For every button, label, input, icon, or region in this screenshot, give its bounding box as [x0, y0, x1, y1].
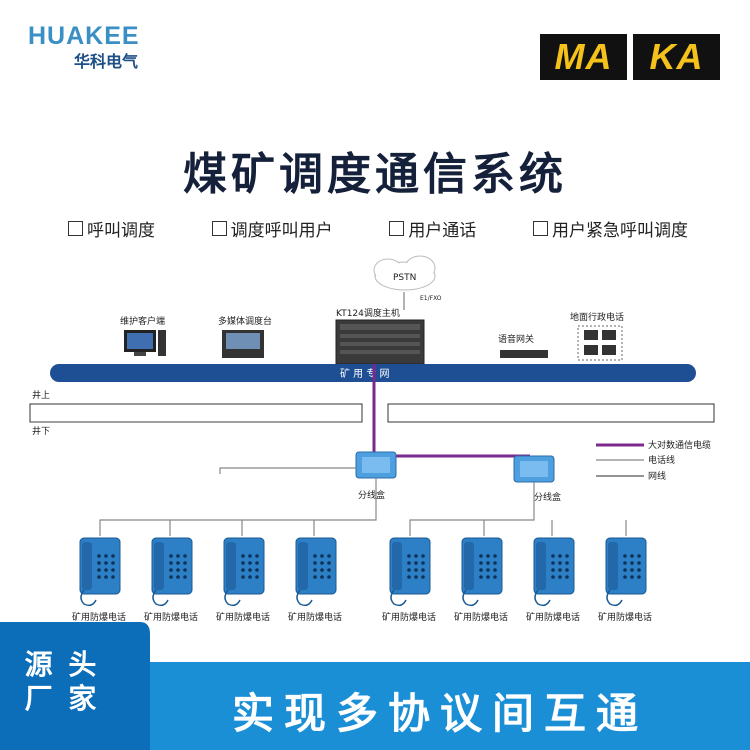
multimedia-label: 多媒体调度台: [218, 315, 272, 327]
explosion-proof-phone-icon: [295, 537, 337, 607]
phone-label: 矿用防爆电话: [288, 611, 342, 623]
feature-label: 用户紧急呼叫调度: [551, 221, 688, 241]
below-ground-label: 井下: [32, 425, 50, 437]
feature-label: 调度呼叫用户: [230, 221, 333, 241]
banner-left-panel: [0, 622, 150, 750]
checkbox-icon: [211, 221, 227, 236]
feature-list: 呼叫调度 调度呼叫用户 用户通话 用户紧急呼叫调度: [68, 216, 688, 241]
checkbox-icon: [68, 221, 83, 236]
phone-label: 矿用防爆电话: [526, 611, 580, 623]
feature-item: 用户通话: [389, 216, 476, 241]
explosion-proof-phone-icon: [605, 537, 647, 607]
explosion-proof-phone-icon: [461, 537, 503, 607]
slogan-left-line2: 厂 家: [24, 682, 100, 715]
pstn-label: PSTN: [393, 273, 416, 283]
phone-label: 矿用防爆电话: [382, 611, 436, 623]
brand-logo: HUAKEE 华科电气: [28, 22, 140, 71]
console-icon: [222, 330, 264, 358]
slogan-main: 实现多协议间互通: [231, 688, 648, 738]
feature-label: 用户通话: [408, 221, 477, 241]
computer-icon: [124, 330, 166, 356]
maka-badge-right: KA: [633, 34, 720, 80]
checkbox-icon: [532, 221, 548, 236]
phone-label: 矿用防爆电话: [144, 611, 198, 623]
junction-left-label: 分线盒: [358, 489, 385, 501]
network-diagram: PSTN E1/FXO KT124调度主机 维护客户端 多媒体调度台 语音网关 …: [29, 255, 715, 623]
dispatch-host-icon: [335, 319, 425, 365]
junction-box-right-icon: [513, 455, 555, 483]
explosion-proof-phones: 矿用防爆电话 矿用防爆电话 矿用防爆电话 矿用防爆电话 矿用防爆电话 矿用防爆电话 矿用防爆…: [72, 537, 652, 623]
slogan-left-line1: 源 头: [24, 648, 100, 681]
bottom-banner: [0, 622, 750, 750]
gateway-icon: [500, 350, 548, 358]
pstn-cloud-icon: [373, 255, 436, 291]
phone-label: 矿用防爆电话: [216, 611, 270, 623]
gateway-label: 语音网关: [498, 333, 534, 345]
host-label: KT124调度主机: [336, 307, 400, 319]
explosion-proof-phone-icon: [389, 537, 431, 607]
above-ground-label: 井上: [32, 389, 50, 401]
legend-cable-label: 大对数通信电缆: [648, 439, 711, 451]
brand-name-cn: 华科电气: [74, 52, 139, 71]
pstn-link-label: E1/FXO: [420, 295, 442, 302]
phone-label: 矿用防爆电话: [598, 611, 652, 623]
maka-badge: MA KA: [540, 34, 720, 80]
legend-phone-label: 电话线: [648, 454, 675, 466]
trunk-cable-line: [372, 382, 530, 458]
explosion-proof-phone-icon: [151, 537, 193, 607]
slogan-left: 源 头 厂 家: [8, 648, 116, 716]
checkbox-icon: [389, 221, 405, 236]
page-title: 煤矿调度通信系统: [183, 149, 567, 200]
legend-net-label: 网线: [648, 470, 666, 482]
maka-badge-left: MA: [540, 34, 627, 80]
client-label: 维护客户端: [120, 315, 165, 327]
bus-label: 矿 用 专 网: [340, 367, 390, 380]
explosion-proof-phone-icon: [533, 537, 575, 607]
feature-item: 呼叫调度: [68, 216, 155, 241]
brand-name-en: HUAKEE: [28, 22, 140, 50]
feature-label: 呼叫调度: [87, 221, 155, 241]
ground-phones-icon: [577, 325, 623, 361]
phone-lines: [99, 467, 627, 536]
feature-item: 用户紧急呼叫调度: [532, 216, 688, 241]
explosion-proof-phone-icon: [223, 537, 265, 607]
ground-divider-right: [387, 403, 715, 423]
phone-label: 矿用防爆电话: [454, 611, 508, 623]
junction-box-left-icon: [355, 451, 397, 479]
ground-divider-left: [29, 403, 363, 423]
phone-label: 矿用防爆电话: [72, 611, 126, 623]
explosion-proof-phone-icon: [79, 537, 121, 607]
ground-phones-label: 地面行政电话: [570, 311, 624, 323]
feature-item: 调度呼叫用户: [211, 216, 333, 241]
junction-right-label: 分线盒: [534, 491, 561, 503]
